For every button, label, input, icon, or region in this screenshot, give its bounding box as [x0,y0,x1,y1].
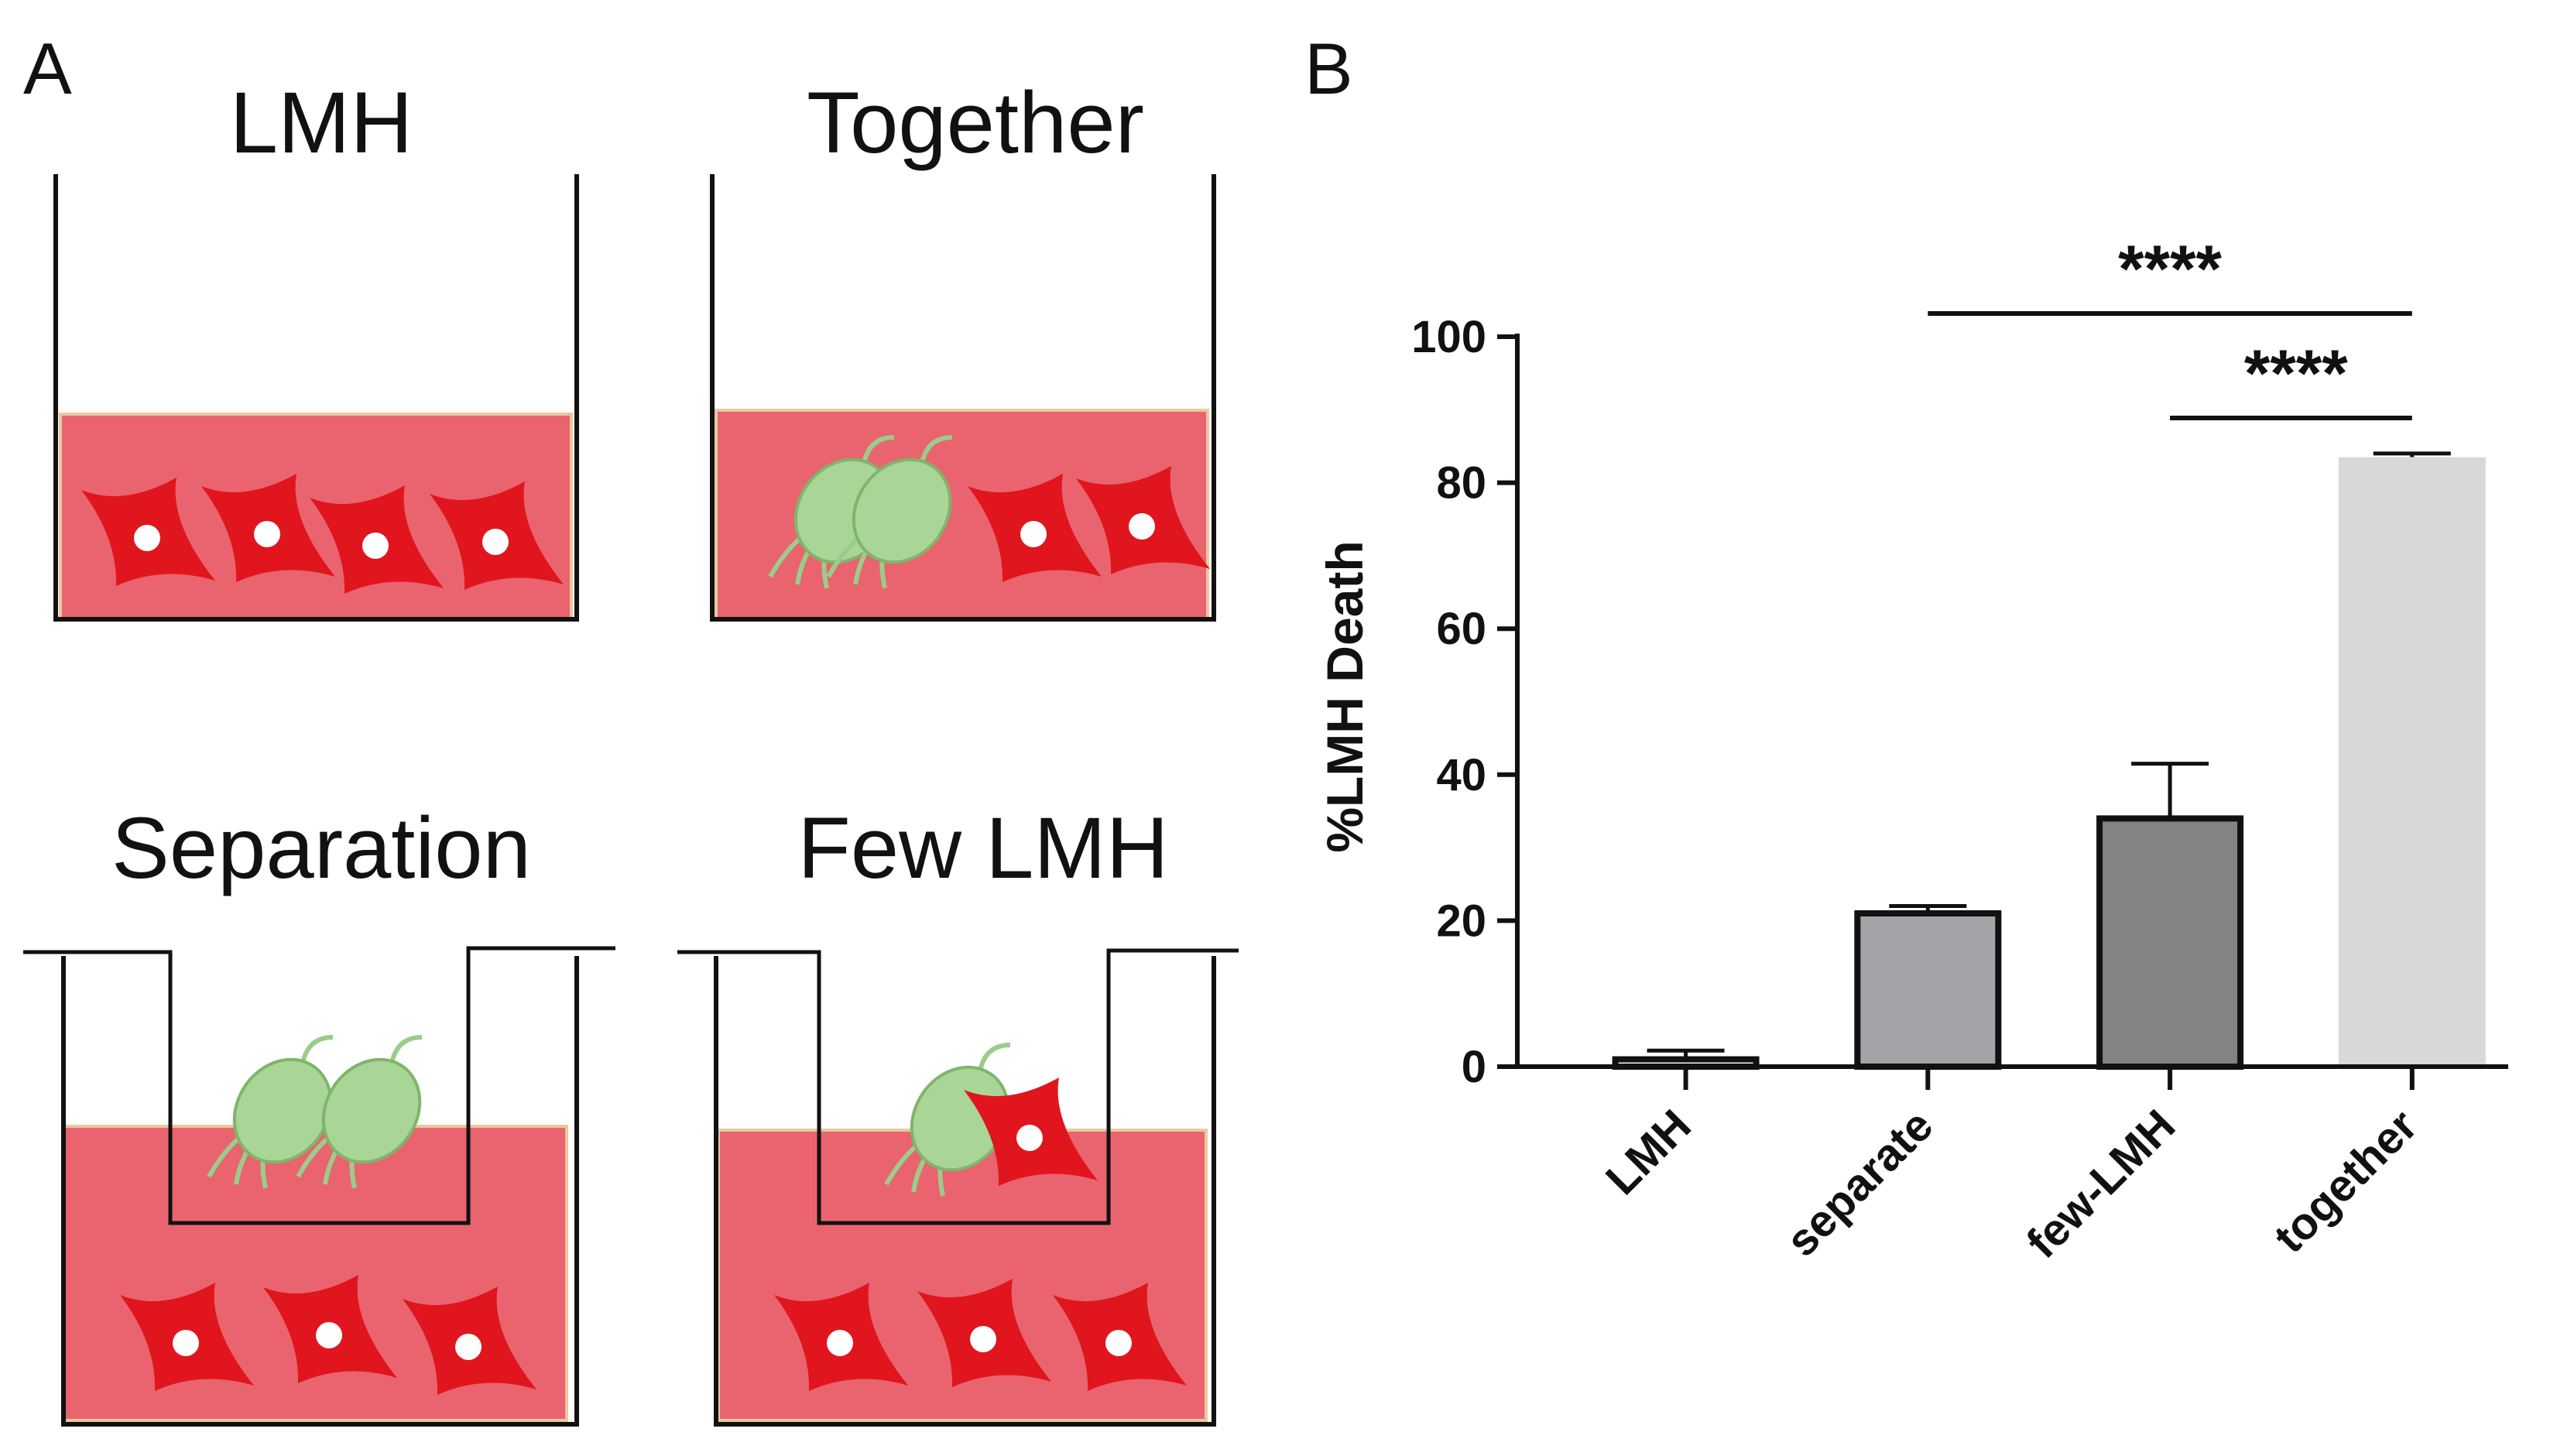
y-tick-label: 60 [1436,604,1486,654]
bar-few-LMH [2096,815,2244,1070]
x-tick-label: LMH [1596,1100,1701,1204]
panel-a-letter: A [23,28,72,109]
y-tick-label: 0 [1462,1042,1486,1092]
y-tick-label: 80 [1436,458,1486,509]
well-separation [23,946,615,1427]
panel-b-letter: B [1304,28,1353,109]
x-tick-label: few-LMH [2017,1100,2185,1268]
bar-together [2338,457,2486,1067]
significance-label: **** [2244,337,2348,411]
y-axis-label: %LMH Death [1316,540,1373,852]
well-title-together: Together [807,74,1144,171]
well-title-separation: Separation [111,800,531,896]
y-tick-label: 40 [1436,750,1486,800]
panel-a-illustration [23,174,1239,1427]
well-together [710,174,1216,622]
y-tick-label: 100 [1411,312,1486,362]
well-title-few-lmh: Few LMH [797,800,1169,896]
well-few-lmh [677,948,1239,1427]
x-tick-label: together [2264,1100,2427,1262]
bar-separate [1854,910,2002,1070]
significance-label: **** [2118,232,2222,307]
well-title-lmh: LMH [229,74,413,171]
x-tick-label: separate [1777,1100,1943,1266]
well-lmh [53,174,579,622]
y-tick-label: 20 [1436,896,1486,946]
